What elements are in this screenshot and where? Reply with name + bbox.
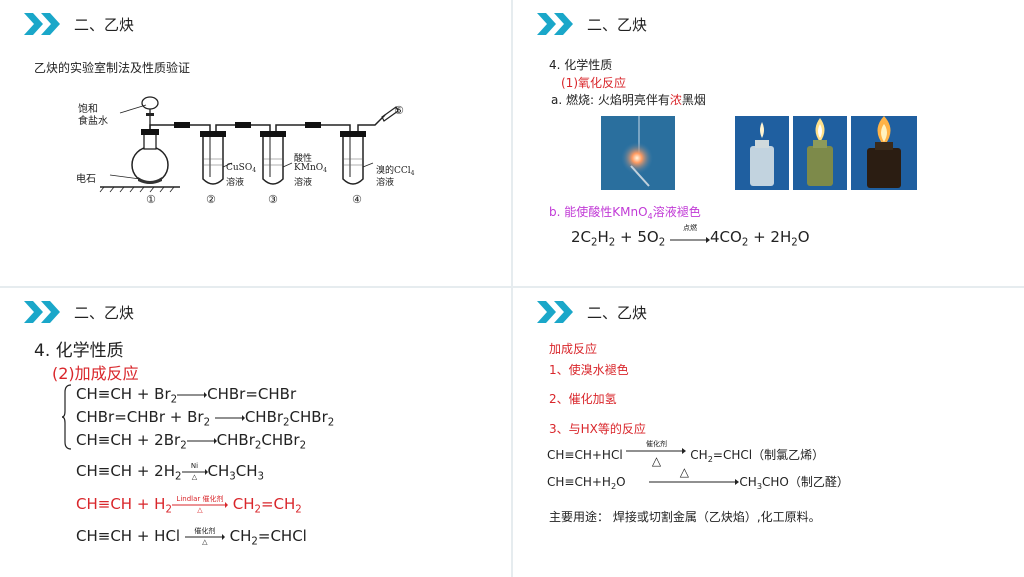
eq-bromine-2: CHBr=CHBr + Br2 CHBr2CHBr2 bbox=[76, 408, 335, 429]
slide-2: 二、乙炔 4. 化学性质 (1)氧化反应 a. 燃烧: 火焰明亮伴有浓黑烟 b.… bbox=[513, 0, 1024, 286]
header-title: 二、乙炔 bbox=[74, 303, 135, 322]
header-title: 二、乙炔 bbox=[587, 303, 648, 322]
section-title: 4. 化学性质 bbox=[549, 58, 613, 72]
eq-vinyl-chloride: CH≡CH+HCl 催化剂△ CH2=CHCl（制氯乙烯） bbox=[547, 440, 825, 468]
label-num-5: ⑤ bbox=[394, 104, 404, 117]
slide-header: 二、乙炔 bbox=[537, 13, 647, 35]
label-cuso4: CuSO4 bbox=[226, 163, 257, 175]
double-chevron-icon bbox=[24, 301, 60, 323]
label-num-4: ④ bbox=[352, 193, 362, 206]
header-title: 二、乙炔 bbox=[587, 15, 648, 34]
combustion-text: a. 燃烧: 火焰明亮伴有浓黑烟 bbox=[551, 93, 706, 107]
label-brine-1: 饱和 bbox=[78, 104, 98, 115]
kmno4-text: b. 能使酸性KMnO4溶液褪色 bbox=[549, 205, 701, 221]
label-solution-3: 溶液 bbox=[294, 178, 313, 188]
brace-icon bbox=[62, 384, 72, 450]
photo-flame-spark bbox=[601, 116, 675, 190]
slide-4: 二、乙炔 加成反应 1、使溴水褪色 2、催化加氢 3、与HX等的反应 CH≡CH… bbox=[513, 288, 1024, 577]
label-bromine: 溴的CCl4 bbox=[376, 166, 415, 178]
label-num-3: ③ bbox=[268, 193, 278, 206]
double-chevron-icon bbox=[24, 13, 60, 35]
photo-bottle-2 bbox=[793, 116, 847, 190]
slide-header: 二、乙炔 bbox=[24, 301, 134, 323]
photo-bottle-3 bbox=[851, 116, 917, 190]
label-acidic: 酸性 bbox=[294, 154, 313, 164]
double-chevron-icon bbox=[537, 301, 573, 323]
label-kmno4: KMnO4 bbox=[294, 163, 328, 175]
slide-header: 二、乙炔 bbox=[537, 301, 647, 323]
apparatus-diagram bbox=[99, 96, 399, 193]
subtitle: 乙炔的实验室制法及性质验证 bbox=[34, 61, 191, 75]
photo-bottle-1 bbox=[735, 116, 789, 190]
slide-1: 二、乙炔 乙炔的实验室制法及性质验证 bbox=[0, 0, 511, 286]
label-brine-2: 食盐水 bbox=[78, 116, 108, 127]
addition-heading: 加成反应 bbox=[549, 342, 598, 356]
label-solution-2: 溶液 bbox=[226, 178, 245, 188]
addition-heading: (2)加成反应 bbox=[52, 364, 139, 383]
item-hydrogenation: 2、催化加氢 bbox=[549, 392, 617, 406]
label-num-1: ① bbox=[146, 193, 156, 206]
item-bromine-water: 1、使溴水褪色 bbox=[549, 363, 629, 377]
section-title: 4. 化学性质 bbox=[34, 341, 124, 361]
oxidation-heading: (1)氧化反应 bbox=[561, 76, 626, 90]
eq-hcl: CH≡CH + HCl 催化剂△ CH2=CHCl bbox=[76, 526, 307, 548]
header-title: 二、乙炔 bbox=[74, 15, 135, 34]
label-num-2: ② bbox=[206, 193, 216, 206]
label-solution-4: 溶液 bbox=[376, 178, 395, 188]
item-hx: 3、与HX等的反应 bbox=[549, 422, 646, 436]
double-chevron-icon bbox=[537, 13, 573, 35]
slide-header: 二、乙炔 bbox=[24, 13, 134, 35]
label-carbide: 电石 bbox=[76, 174, 96, 185]
eq-acetaldehyde: CH≡CH+H2O △CH3CHO（制乙醛） bbox=[547, 465, 849, 491]
main-uses: 主要用途： 焊接或切割金属（乙炔焰）,化工原料。 bbox=[549, 510, 821, 524]
